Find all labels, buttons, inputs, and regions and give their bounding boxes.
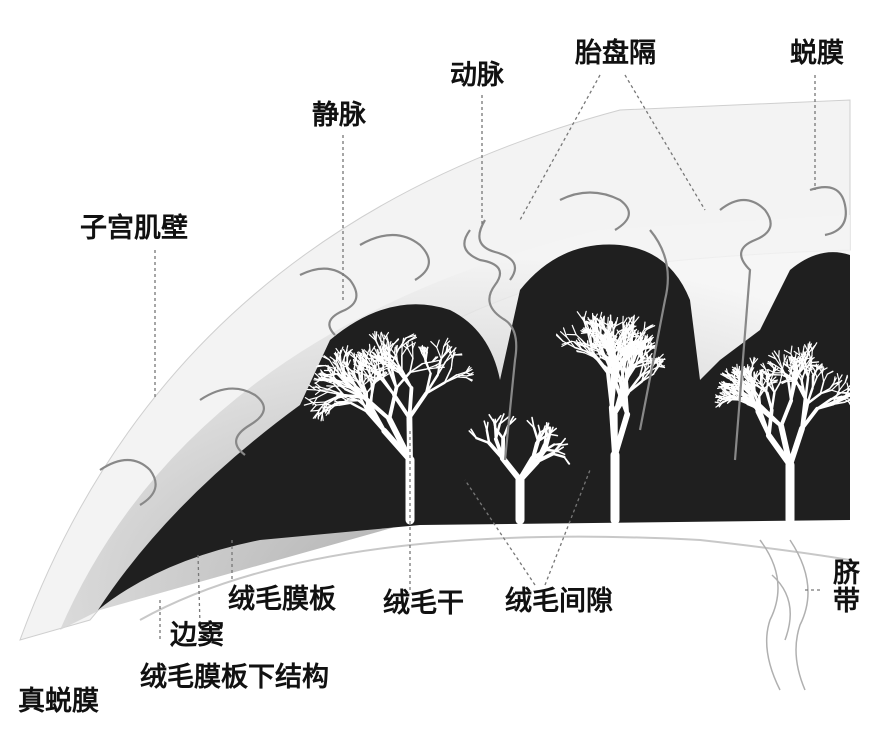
leader-lines: [154, 74, 820, 640]
label-placental-septum: 胎盘隔: [575, 38, 656, 69]
label-marginal-sinus: 边窦: [170, 620, 224, 651]
label-uterine-wall: 子宫肌壁: [80, 213, 188, 244]
label-subchorionic-structure: 绒毛膜板下结构: [140, 662, 329, 693]
label-vein: 静脉: [312, 100, 366, 131]
label-chorionic-plate: 绒毛膜板: [228, 584, 336, 615]
label-villus-stem: 绒毛干: [383, 588, 464, 619]
label-decidua-vera: 真蜕膜: [18, 686, 99, 717]
chorionic-plate-line: [139, 535, 851, 621]
spiral-vessels: [99, 186, 847, 506]
villous-mass: [98, 244, 850, 610]
label-intervillous-space: 绒毛间隙: [505, 586, 613, 617]
label-umbilical-cord: 脐带: [833, 558, 860, 618]
umbilical-cord: [759, 539, 809, 691]
label-artery: 动脉: [450, 60, 504, 91]
label-decidua: 蜕膜: [790, 38, 844, 69]
villi-branches: [303, 310, 859, 525]
